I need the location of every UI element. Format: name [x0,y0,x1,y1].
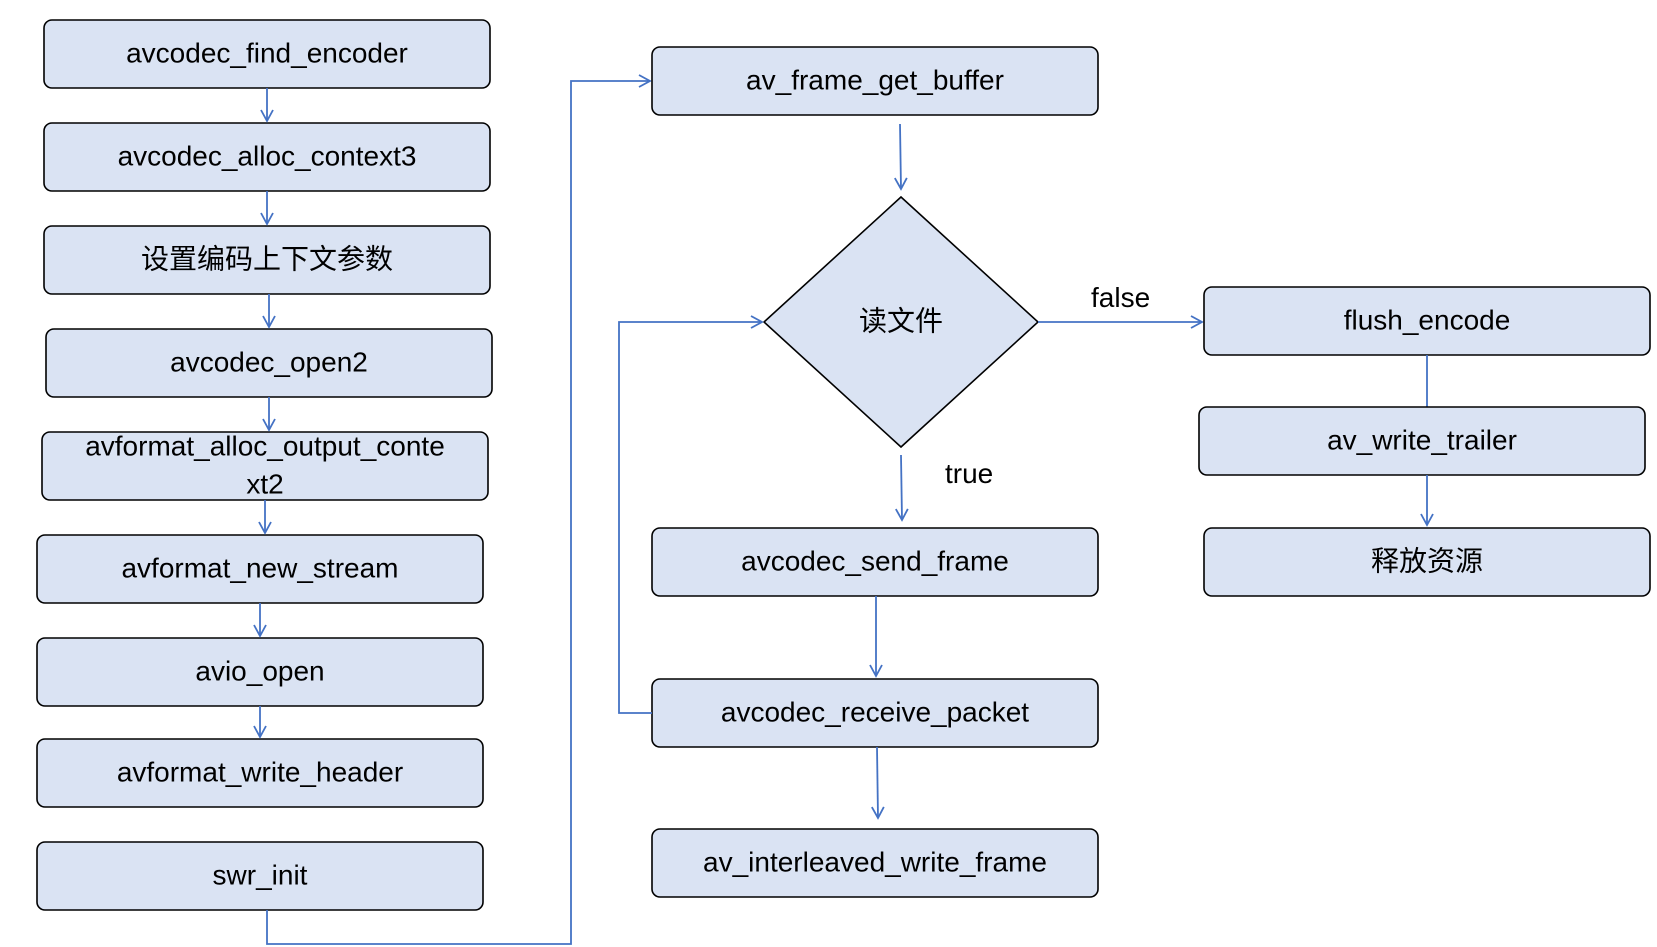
node-label: avcodec_open2 [170,346,368,377]
node-label: av_frame_get_buffer [746,64,1004,95]
node-release-resources: 释放资源 [1203,527,1651,597]
node-avformat-write-header: avformat_write_header [36,738,484,808]
node-av-write-trailer: av_write_trailer [1198,406,1646,476]
node-avformat-new-stream: avformat_new_stream [36,534,484,604]
node-flush-encode: flush_encode [1203,286,1651,356]
node-avio-open: avio_open [36,637,484,707]
node-avcodec-open2: avcodec_open2 [45,328,493,398]
edge-label-false: false [1091,282,1150,313]
node-label: 读文件 [859,305,943,336]
node-label: avcodec_find_encoder [126,37,408,68]
node-label: avcodec_alloc_context3 [118,140,417,171]
edge-read-to-send-true [895,454,909,522]
node-avcodec-receive-packet: avcodec_receive_packet [651,678,1099,748]
edge-receive-to-write-frame [871,746,885,820]
node-label: avcodec_send_frame [741,545,1009,576]
node-label: avformat_write_header [117,756,403,787]
edge-get-buffer-to-read [894,123,908,191]
node-label: swr_init [213,859,308,890]
node-av-frame-get-buffer: av_frame_get_buffer [651,46,1099,116]
node-label: avio_open [195,655,324,686]
node-avcodec-send-frame: avcodec_send_frame [651,527,1099,597]
node-avformat-alloc-output-context2: avformat_alloc_output_conte xt2 [41,430,489,501]
edge-swr-init-to-get-buffer [266,74,652,945]
node-label: flush_encode [1344,304,1511,335]
node-set-codec-params: 设置编码上下文参数 [43,225,491,295]
node-label: 释放资源 [1371,545,1483,576]
node-label: avcodec_receive_packet [721,696,1029,727]
edge-receive-loop-to-read [618,315,764,714]
node-label: av_write_trailer [1327,424,1517,455]
node-label: av_interleaved_write_frame [703,846,1047,877]
node-label: avformat_new_stream [121,552,398,583]
node-label-line2: xt2 [246,468,283,499]
node-swr-init: swr_init [36,841,484,911]
node-label: 设置编码上下文参数 [141,243,393,274]
node-avcodec-find-encoder: avcodec_find_encoder [43,19,491,89]
edge-label-true: true [945,458,993,489]
node-av-interleaved-write-frame: av_interleaved_write_frame [651,828,1099,898]
node-read-file-decision: 读文件 [762,195,1040,449]
node-avcodec-alloc-context3: avcodec_alloc_context3 [43,122,491,192]
node-label-line1: avformat_alloc_output_conte [85,430,445,461]
